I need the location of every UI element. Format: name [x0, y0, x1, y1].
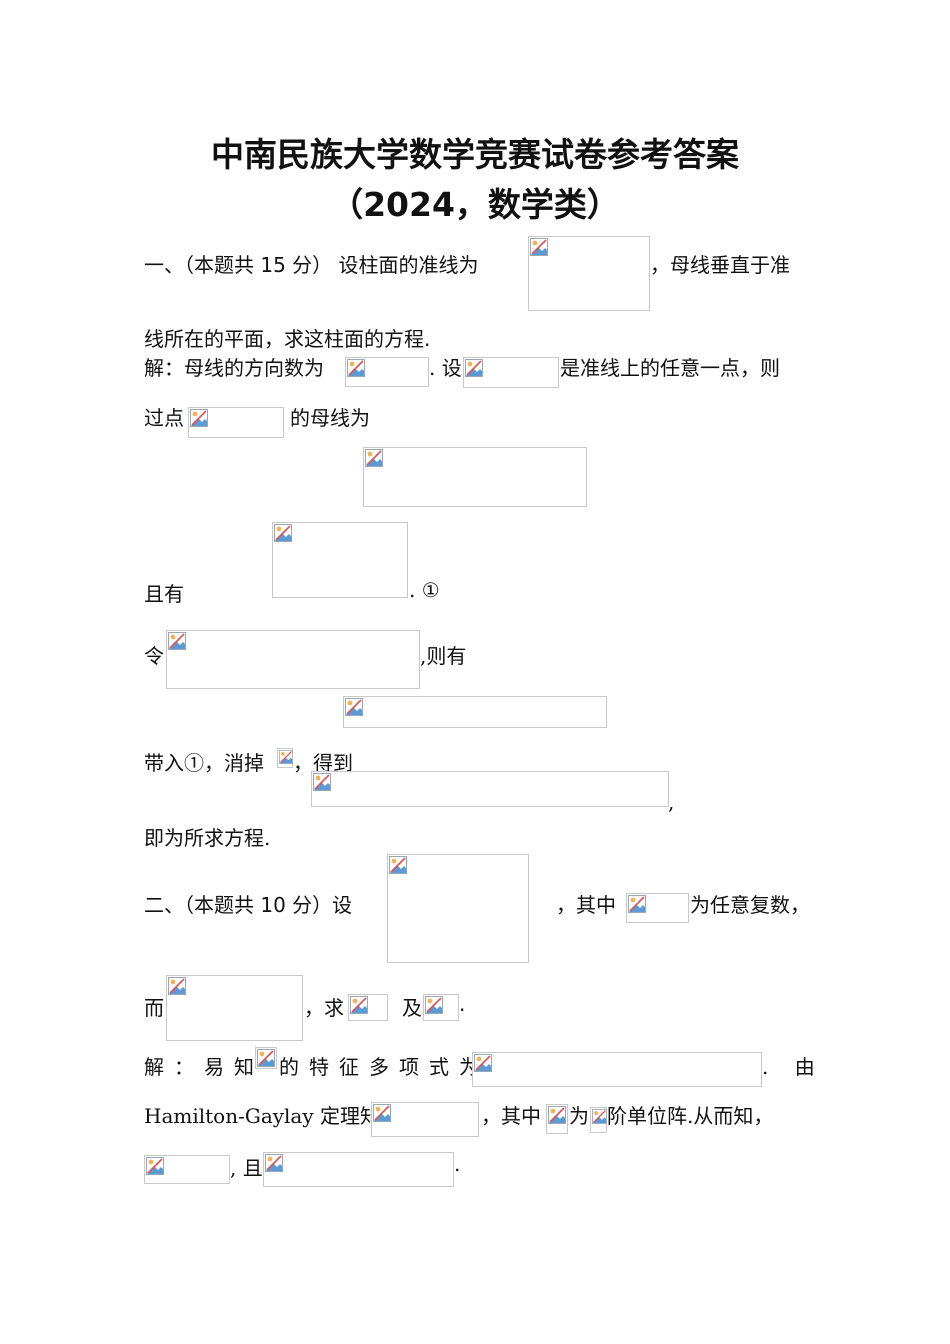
solution2-text: ，其中 [481, 1104, 541, 1128]
solution2-text: 的特征多项式为 [279, 1055, 489, 1079]
broken-image-icon [373, 1104, 391, 1122]
solution2-text: 阶单位阵.从而知， [607, 1104, 774, 1128]
formula-image [590, 1107, 607, 1133]
broken-image-icon [279, 750, 293, 764]
formula-image [255, 1047, 277, 1069]
broken-image-icon [592, 1109, 607, 1124]
solution2-text: . [454, 1152, 461, 1176]
broken-image-icon [274, 524, 292, 542]
formula-image [277, 748, 293, 768]
solution2-text: 为 [569, 1104, 589, 1128]
page-title: 中南民族大学数学竞赛试卷参考答案 [211, 135, 739, 174]
formula-image [528, 236, 650, 311]
formula-image [188, 407, 284, 438]
broken-image-icon [365, 449, 383, 467]
problem1-line2: 线所在的平面，求这柱面的方程. [144, 327, 431, 351]
formula-image [263, 1152, 454, 1187]
problem2-text: 而 [144, 996, 164, 1020]
solution1-text: ,则有 [420, 644, 467, 668]
broken-image-icon [628, 895, 646, 913]
solution2-text: . 由 [762, 1055, 825, 1079]
formula-image [166, 630, 420, 689]
broken-image-icon [465, 359, 483, 377]
broken-image-icon [530, 238, 548, 256]
formula-image [166, 975, 303, 1041]
solution2-text: , 且 [230, 1156, 263, 1180]
solution1-text: 是准线上的任意一点，则 [560, 356, 780, 380]
formula-image [272, 522, 408, 598]
broken-image-icon [548, 1106, 566, 1124]
broken-image-icon [474, 1054, 492, 1072]
solution1-text: , [668, 790, 675, 814]
solution2-text: Hamilton-Gaylay 定理知 [144, 1104, 381, 1128]
solution1-text: 令 [144, 644, 164, 668]
solution1-text: . ① [409, 578, 440, 602]
broken-image-icon [347, 359, 365, 377]
broken-image-icon [265, 1154, 283, 1172]
broken-image-icon [168, 977, 186, 995]
problem2-text: 为任意复数， [690, 893, 810, 917]
problem1-suffix: ，母线垂直于准 [650, 253, 790, 277]
solution1-text: 且有 [144, 582, 184, 606]
broken-image-icon [425, 996, 443, 1014]
solution1-text: 带入①，消掉 [144, 751, 264, 775]
broken-image-icon [389, 856, 407, 874]
problem2-text: ，求 [304, 996, 344, 1020]
problem2-text: 及 [402, 996, 422, 1020]
formula-image [472, 1052, 762, 1087]
formula-image [144, 1155, 230, 1184]
problem2-text: . [459, 992, 466, 1016]
solution1-text: 的母线为 [290, 406, 370, 430]
formula-image [345, 357, 429, 387]
broken-image-icon [350, 996, 368, 1014]
solution1-text: . 设 [429, 356, 462, 380]
broken-image-icon [168, 632, 186, 650]
solution1-text: 解：母线的方向数为 [144, 356, 324, 380]
problem2-text: ，其中 [556, 893, 616, 917]
formula-image [463, 357, 559, 388]
broken-image-icon [146, 1157, 164, 1175]
solution1-text: 即为所求方程. [144, 826, 271, 850]
formula-image [423, 994, 459, 1021]
formula-image [311, 771, 669, 807]
page-subtitle: （2024，数学类） [330, 185, 620, 224]
formula-image [343, 696, 607, 728]
broken-image-icon [257, 1049, 275, 1067]
formula-image [371, 1102, 479, 1137]
formula-image [348, 994, 388, 1021]
solution1-text: 过点 [144, 406, 184, 430]
solution2-text: 解：易知 [144, 1055, 264, 1079]
problem1-prefix: 一、（本题共 15 分） 设柱面的准线为 [144, 253, 479, 277]
broken-image-icon [190, 409, 208, 427]
broken-image-icon [313, 773, 331, 791]
problem2-text: 二、（本题共 10 分）设 [144, 893, 353, 917]
broken-image-icon [345, 698, 363, 716]
formula-image [626, 893, 689, 923]
formula-image [546, 1104, 568, 1134]
formula-image [387, 854, 529, 963]
formula-image [363, 447, 587, 507]
